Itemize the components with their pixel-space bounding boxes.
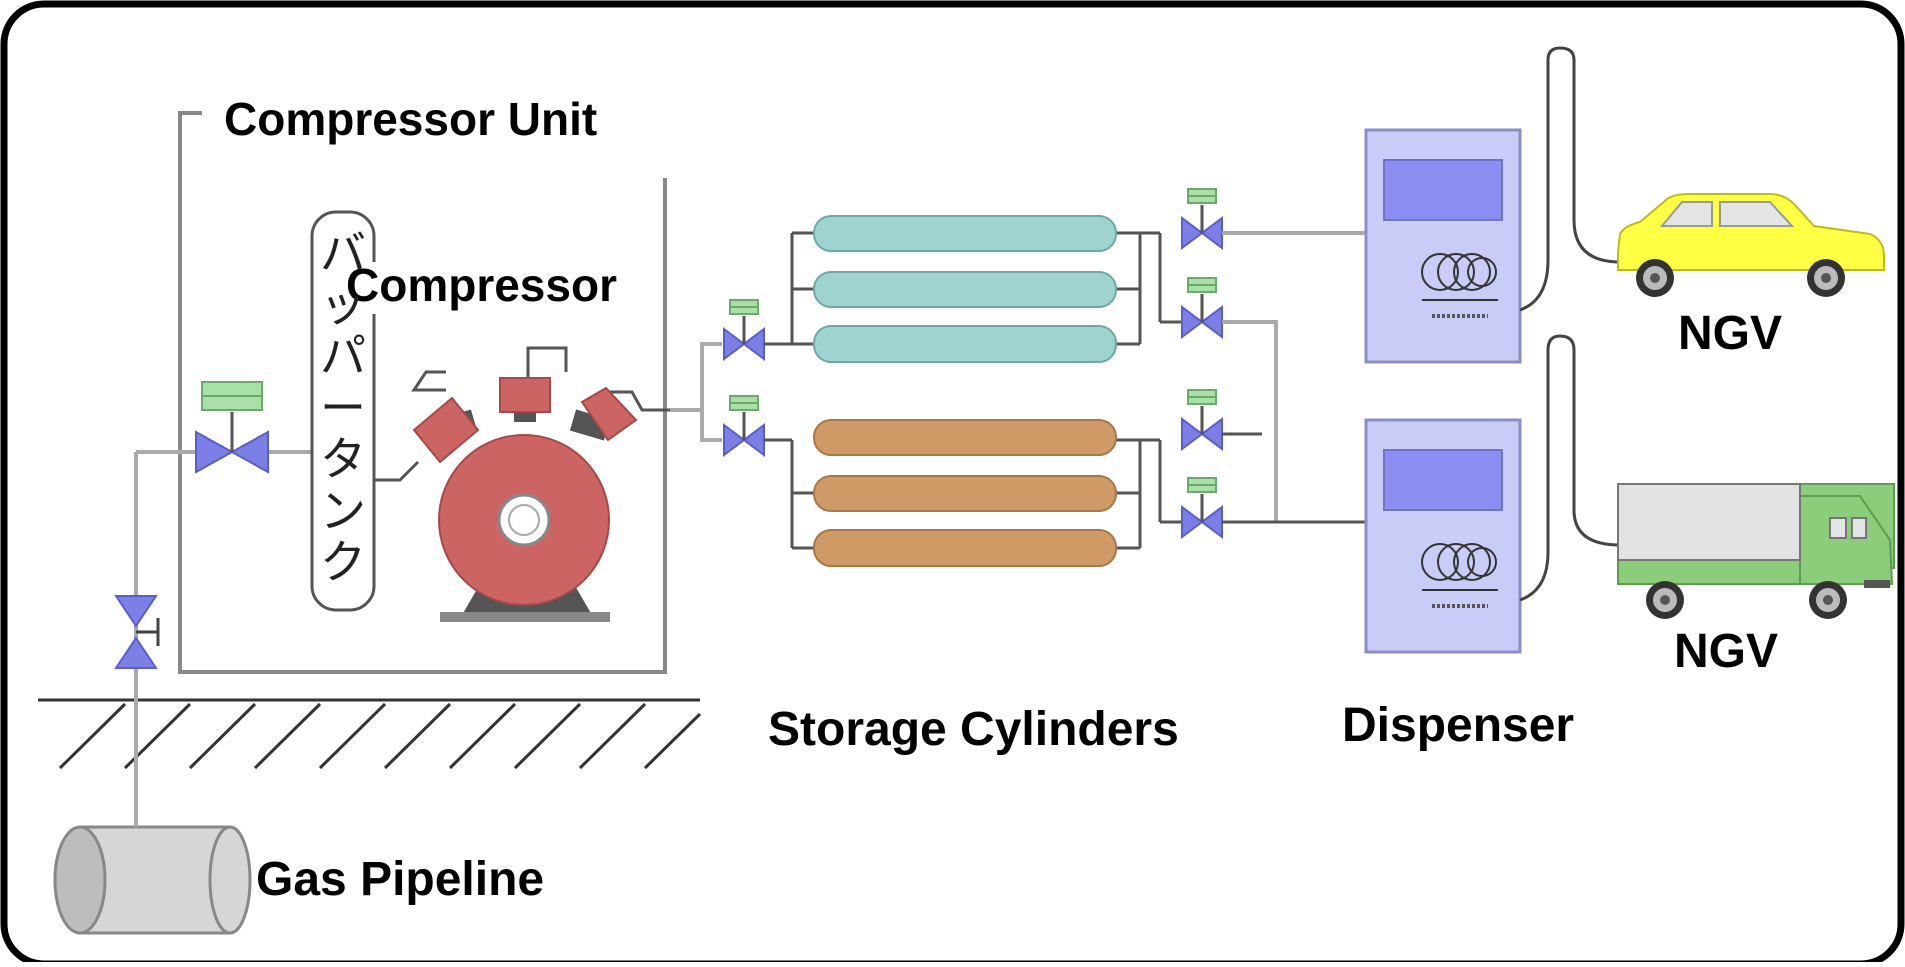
tank-to-compressor-pipe	[374, 460, 420, 482]
buffer-tank-label: バッパータンク	[320, 226, 366, 590]
bank-1-inlet-valve-icon	[722, 298, 766, 361]
storage-cylinders-bottom	[813, 419, 1117, 567]
compressor-icon	[411, 346, 670, 622]
ngv-truck-label: NGV	[1674, 625, 1779, 678]
gas-pipeline-icon	[53, 825, 252, 935]
compressor-unit-label: Compressor Unit	[224, 93, 598, 145]
compressor-unit-box	[178, 111, 667, 674]
bank-2-inlet-valve-icon	[722, 394, 766, 457]
storage-cylinders-top	[813, 215, 1117, 363]
bank-2-outlet-valve-b-icon	[1180, 476, 1224, 539]
inlet-pipe	[134, 450, 312, 827]
dispenser-supply-pipes	[1222, 231, 1366, 524]
car-icon	[1617, 193, 1885, 297]
outlet-header	[670, 342, 722, 442]
bank-1-manifold	[764, 231, 1182, 346]
bank-1-outlet-valve-b-icon	[1180, 276, 1224, 339]
gas-pipeline-label: Gas Pipeline	[256, 853, 545, 906]
compressor-label: Compressor	[340, 262, 625, 314]
inlet-valve-icon	[195, 381, 269, 474]
storage-cylinders-label: Storage Cylinders	[768, 703, 1179, 756]
dispenser-2	[1364, 334, 1621, 654]
bank-2-outlet-valve-a-icon	[1180, 388, 1224, 451]
bank-2-manifold	[764, 438, 1182, 550]
dispenser-1	[1364, 46, 1621, 364]
dispenser-label: Dispenser	[1342, 699, 1575, 752]
truck-icon	[1617, 483, 1895, 619]
isolation-valve-icon	[114, 595, 160, 669]
ngv-car-label: NGV	[1678, 307, 1783, 360]
bank-1-outlet-valve-a-icon	[1180, 187, 1224, 250]
